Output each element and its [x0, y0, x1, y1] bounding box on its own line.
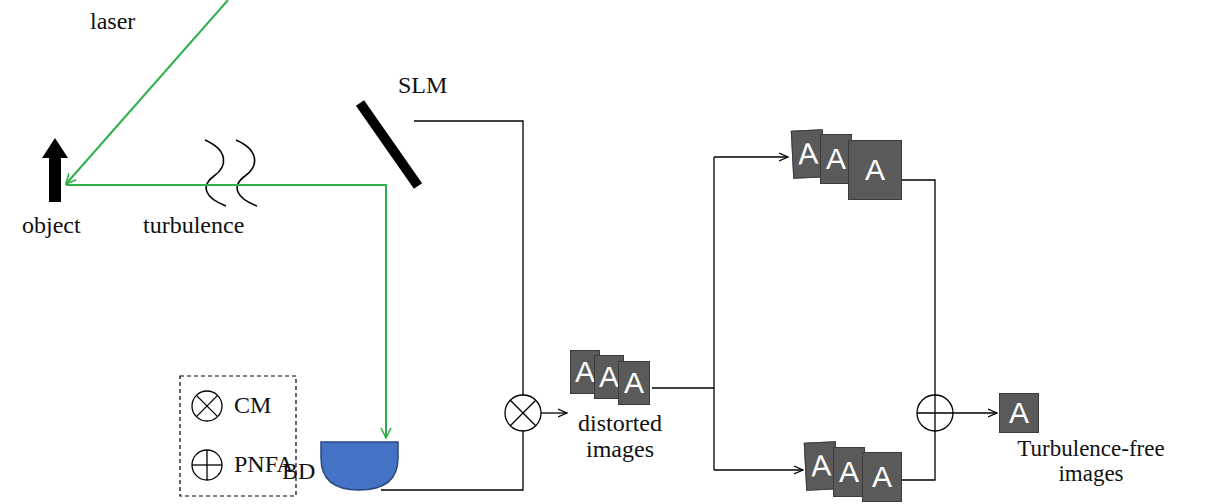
arrow	[953, 412, 997, 413]
legend-text: CM	[234, 392, 271, 418]
text-label: SLM	[398, 72, 447, 98]
legend-pnfa-symbol	[192, 450, 222, 480]
object-arrow	[42, 138, 68, 202]
slm-mirror	[360, 103, 418, 186]
image-tile: A	[862, 452, 902, 502]
image-tile: A	[999, 393, 1039, 433]
beam-detector	[321, 442, 398, 490]
text-label: distorted images	[570, 410, 670, 463]
text-label: turbulence	[143, 212, 244, 238]
image-letter: A	[839, 457, 859, 487]
laser-beam	[66, 0, 228, 184]
image-letter: A	[1009, 398, 1029, 428]
image-letter: A	[797, 138, 819, 169]
light-path	[66, 185, 386, 438]
image-letter: A	[599, 362, 619, 392]
arrow	[714, 469, 803, 470]
turbulence-wave	[236, 140, 257, 206]
wire	[902, 180, 935, 395]
wire	[414, 121, 523, 395]
image-letter: A	[826, 144, 846, 174]
image-tile: A	[618, 361, 650, 405]
image-letter: A	[624, 368, 644, 398]
pnfa-symbol	[917, 395, 953, 431]
legend-box	[180, 376, 296, 496]
image-letter: A	[872, 462, 892, 492]
wire	[713, 157, 714, 470]
wire	[902, 431, 935, 480]
image-letter: A	[575, 357, 595, 387]
wire	[381, 431, 523, 490]
text-label: laser	[90, 8, 135, 34]
turbulence-wave	[205, 140, 226, 206]
image-tile: A	[848, 140, 902, 200]
legend-text: PNFA	[234, 451, 294, 477]
image-letter: A	[865, 155, 885, 185]
cm-symbol	[505, 395, 541, 431]
image-tile: A	[833, 447, 865, 497]
wire	[652, 387, 714, 388]
legend-cm-symbol	[192, 391, 222, 421]
image-letter: A	[810, 450, 832, 481]
arrow	[541, 412, 567, 413]
text-label: object	[22, 212, 81, 238]
arrow	[714, 156, 788, 157]
text-label: Turbulence-free images	[996, 436, 1186, 487]
